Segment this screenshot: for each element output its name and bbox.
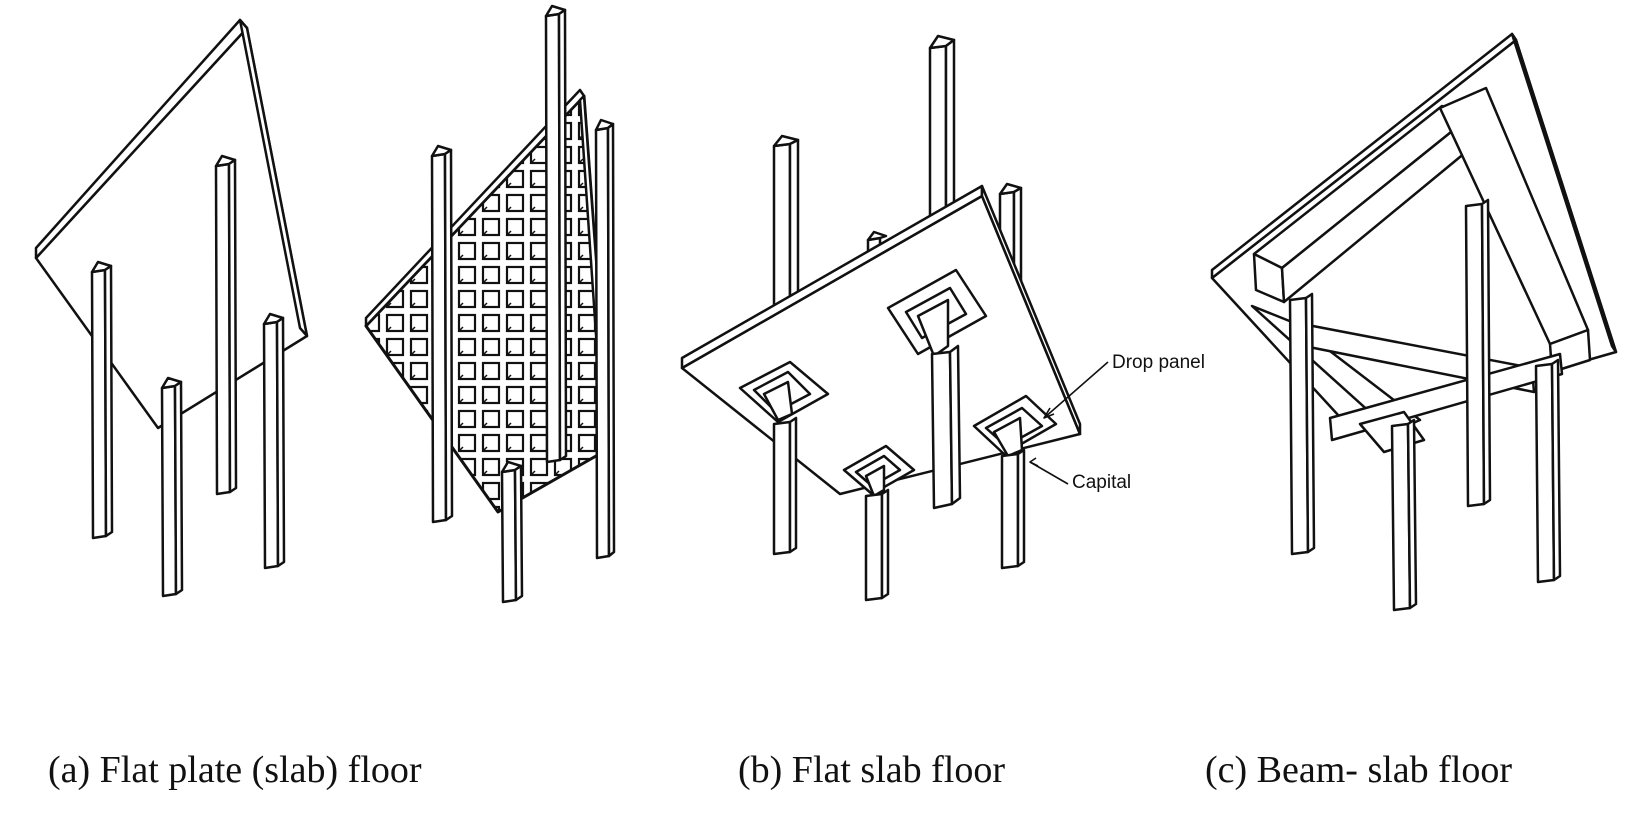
beam-slab-column: [1390, 418, 1418, 612]
upper-column: [772, 134, 800, 324]
drop-panel-label: Drop panel: [1112, 352, 1205, 373]
drop-panel-assembly: [738, 360, 830, 556]
callout-leaders: [1029, 361, 1109, 485]
panel-a-illustration: [34, 4, 616, 604]
waffle-slab-column: [430, 144, 454, 524]
beam-slab-column: [1288, 292, 1316, 556]
drop-panel-assembly: [842, 444, 916, 602]
waffle-slab-column: [594, 118, 616, 560]
caption-beam-slab: (c) Beam- slab floor: [1205, 749, 1513, 791]
panel-b-illustration: [680, 34, 1109, 602]
flat-plate-column: [160, 376, 184, 598]
flat-plate-column: [262, 312, 286, 570]
caption-flat-plate: (a) Flat plate (slab) floor: [48, 749, 422, 791]
waffle-slab-column: [544, 4, 568, 464]
drop-panel-assembly: [886, 268, 988, 510]
beam-slab-column: [1464, 198, 1492, 508]
beam-slab-column: [1534, 358, 1562, 584]
caption-flat-slab: (b) Flat slab floor: [738, 749, 1006, 791]
drop-panel-assembly: [972, 394, 1058, 570]
panel-c-illustration: [1210, 32, 1618, 612]
flat-plate-column: [214, 154, 238, 496]
waffle-slab: [364, 88, 612, 514]
capital-label: Capital: [1072, 472, 1131, 493]
waffle-slab-column: [500, 460, 524, 604]
flat-plate-column: [90, 260, 114, 540]
